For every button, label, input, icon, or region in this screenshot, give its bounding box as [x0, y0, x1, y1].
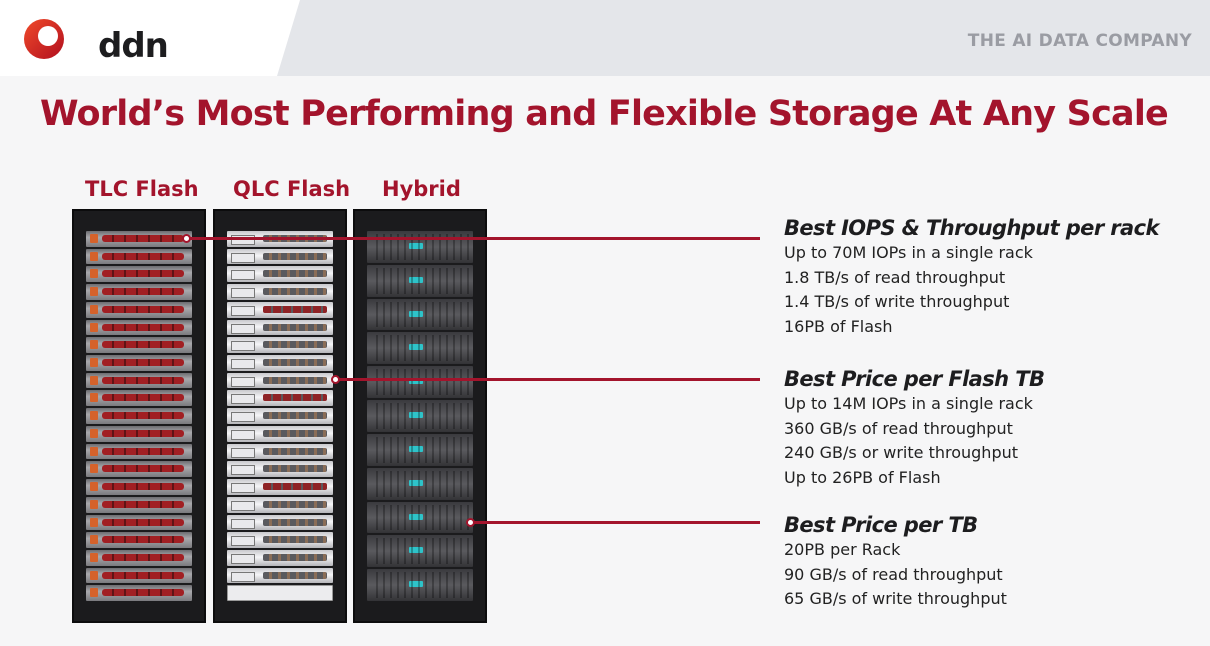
column-label-hybrid: Hybrid — [382, 177, 461, 201]
connector-line-tlc — [186, 237, 760, 240]
rack-unit — [367, 569, 473, 601]
rack-unit — [86, 408, 192, 424]
header-bar: ddn THE AI DATA COMPANY — [0, 0, 1210, 76]
spec-line: Up to 14M IOPs in a single rack — [784, 394, 1033, 413]
rack-unit — [227, 532, 333, 548]
rack-unit — [227, 248, 333, 265]
spec-line: 65 GB/s of write throughput — [784, 589, 1007, 608]
ddn-logo: ddn — [20, 12, 180, 66]
rack-unit — [227, 301, 333, 318]
rack-unit — [86, 532, 192, 548]
rack-unit — [86, 443, 192, 460]
spec-line: 1.8 TB/s of read throughput — [784, 267, 1006, 287]
spec-title: Best Price per TB — [784, 513, 978, 537]
spec-line: 20PB per Rack — [784, 540, 901, 559]
rack-unit — [86, 231, 192, 247]
rack-unit — [227, 284, 333, 300]
rack-unit — [86, 372, 192, 389]
rack-tlc-flash — [72, 209, 206, 623]
rack-hybrid-units — [367, 231, 473, 601]
rack-unit — [86, 585, 192, 602]
rack-unit — [227, 479, 333, 495]
column-label-tlc-flash: TLC Flash — [85, 177, 199, 201]
spec-line: 360 GB/s of read throughput — [784, 418, 1013, 438]
rack-unit — [227, 337, 333, 354]
rack-unit — [86, 514, 192, 531]
spec-line: Up to 26PB of Flash — [784, 467, 941, 487]
connector-line-qlc — [335, 378, 760, 381]
connector-dot-qlc — [331, 375, 340, 384]
rack-unit — [227, 319, 333, 336]
connector-dot-hybrid — [466, 518, 475, 527]
rack-unit — [86, 319, 192, 336]
spec-line: 16PB of Flash — [784, 316, 893, 336]
rack-unit — [86, 549, 192, 566]
rack-unit — [227, 443, 333, 460]
spec-block-tlc: Best IOPS & Throughput per rack Up to 70… — [784, 215, 1159, 339]
connector-dot-tlc — [182, 234, 191, 243]
rack-qlc-flash — [213, 209, 347, 623]
rack-unit — [86, 390, 192, 407]
rack-unit — [227, 549, 333, 566]
column-label-qlc-flash: QLC Flash — [233, 177, 351, 201]
company-tagline: THE AI DATA COMPANY — [967, 31, 1192, 51]
rack-unit — [86, 567, 192, 584]
spec-block-qlc: Best Price per Flash TB Up to 14M IOPs i… — [784, 366, 1045, 490]
rack-unit — [86, 266, 192, 283]
rack-unit — [86, 425, 192, 442]
rack-hybrid — [353, 209, 487, 623]
rack-unit — [227, 425, 333, 442]
rack-unit — [367, 400, 473, 432]
logo-wordmark: ddn — [98, 26, 169, 66]
rack-unit — [367, 298, 473, 331]
rack-unit — [227, 514, 333, 531]
spec-line: 90 GB/s of read throughput — [784, 564, 1003, 584]
ddn-logo-icon — [24, 19, 64, 59]
spec-title: Best Price per Flash TB — [784, 367, 1045, 391]
rack-unit — [86, 496, 192, 513]
rack-unit — [367, 467, 473, 500]
rack-unit — [86, 301, 192, 318]
rack-unit — [227, 496, 333, 513]
rack-unit — [367, 535, 473, 568]
rack-unit — [227, 567, 333, 584]
rack-unit — [367, 332, 473, 365]
rack-unit — [367, 231, 473, 263]
spec-block-hybrid: Best Price per TB 20PB per Rack 90 GB/s … — [784, 512, 1007, 612]
spec-line: Up to 70M IOPs in a single rack — [784, 243, 1033, 262]
spec-line: 240 GB/s or write throughput — [784, 443, 1019, 462]
rack-unit — [227, 461, 333, 478]
spec-title: Best IOPS & Throughput per rack — [784, 216, 1159, 240]
rack-unit — [227, 408, 333, 424]
rack-unit — [227, 355, 333, 371]
rack-unit — [86, 479, 192, 495]
rack-unit — [86, 355, 192, 371]
rack-unit — [367, 366, 473, 399]
rack-unit — [227, 585, 333, 602]
rack-unit — [86, 461, 192, 478]
rack-unit — [86, 337, 192, 354]
rack-unit — [227, 266, 333, 283]
rack-unit — [367, 264, 473, 297]
rack-unit — [86, 284, 192, 300]
rack-unit — [227, 372, 333, 389]
connector-line-hybrid — [470, 521, 760, 524]
rack-qlc-units — [227, 231, 333, 602]
rack-unit — [367, 433, 473, 466]
rack-unit — [227, 390, 333, 407]
rack-tlc-units — [86, 231, 192, 602]
spec-line: 1.4 TB/s of write throughput — [784, 292, 1010, 311]
rack-unit — [367, 501, 473, 534]
slide-title: World’s Most Performing and Flexible Sto… — [40, 94, 1169, 134]
rack-unit — [86, 248, 192, 265]
